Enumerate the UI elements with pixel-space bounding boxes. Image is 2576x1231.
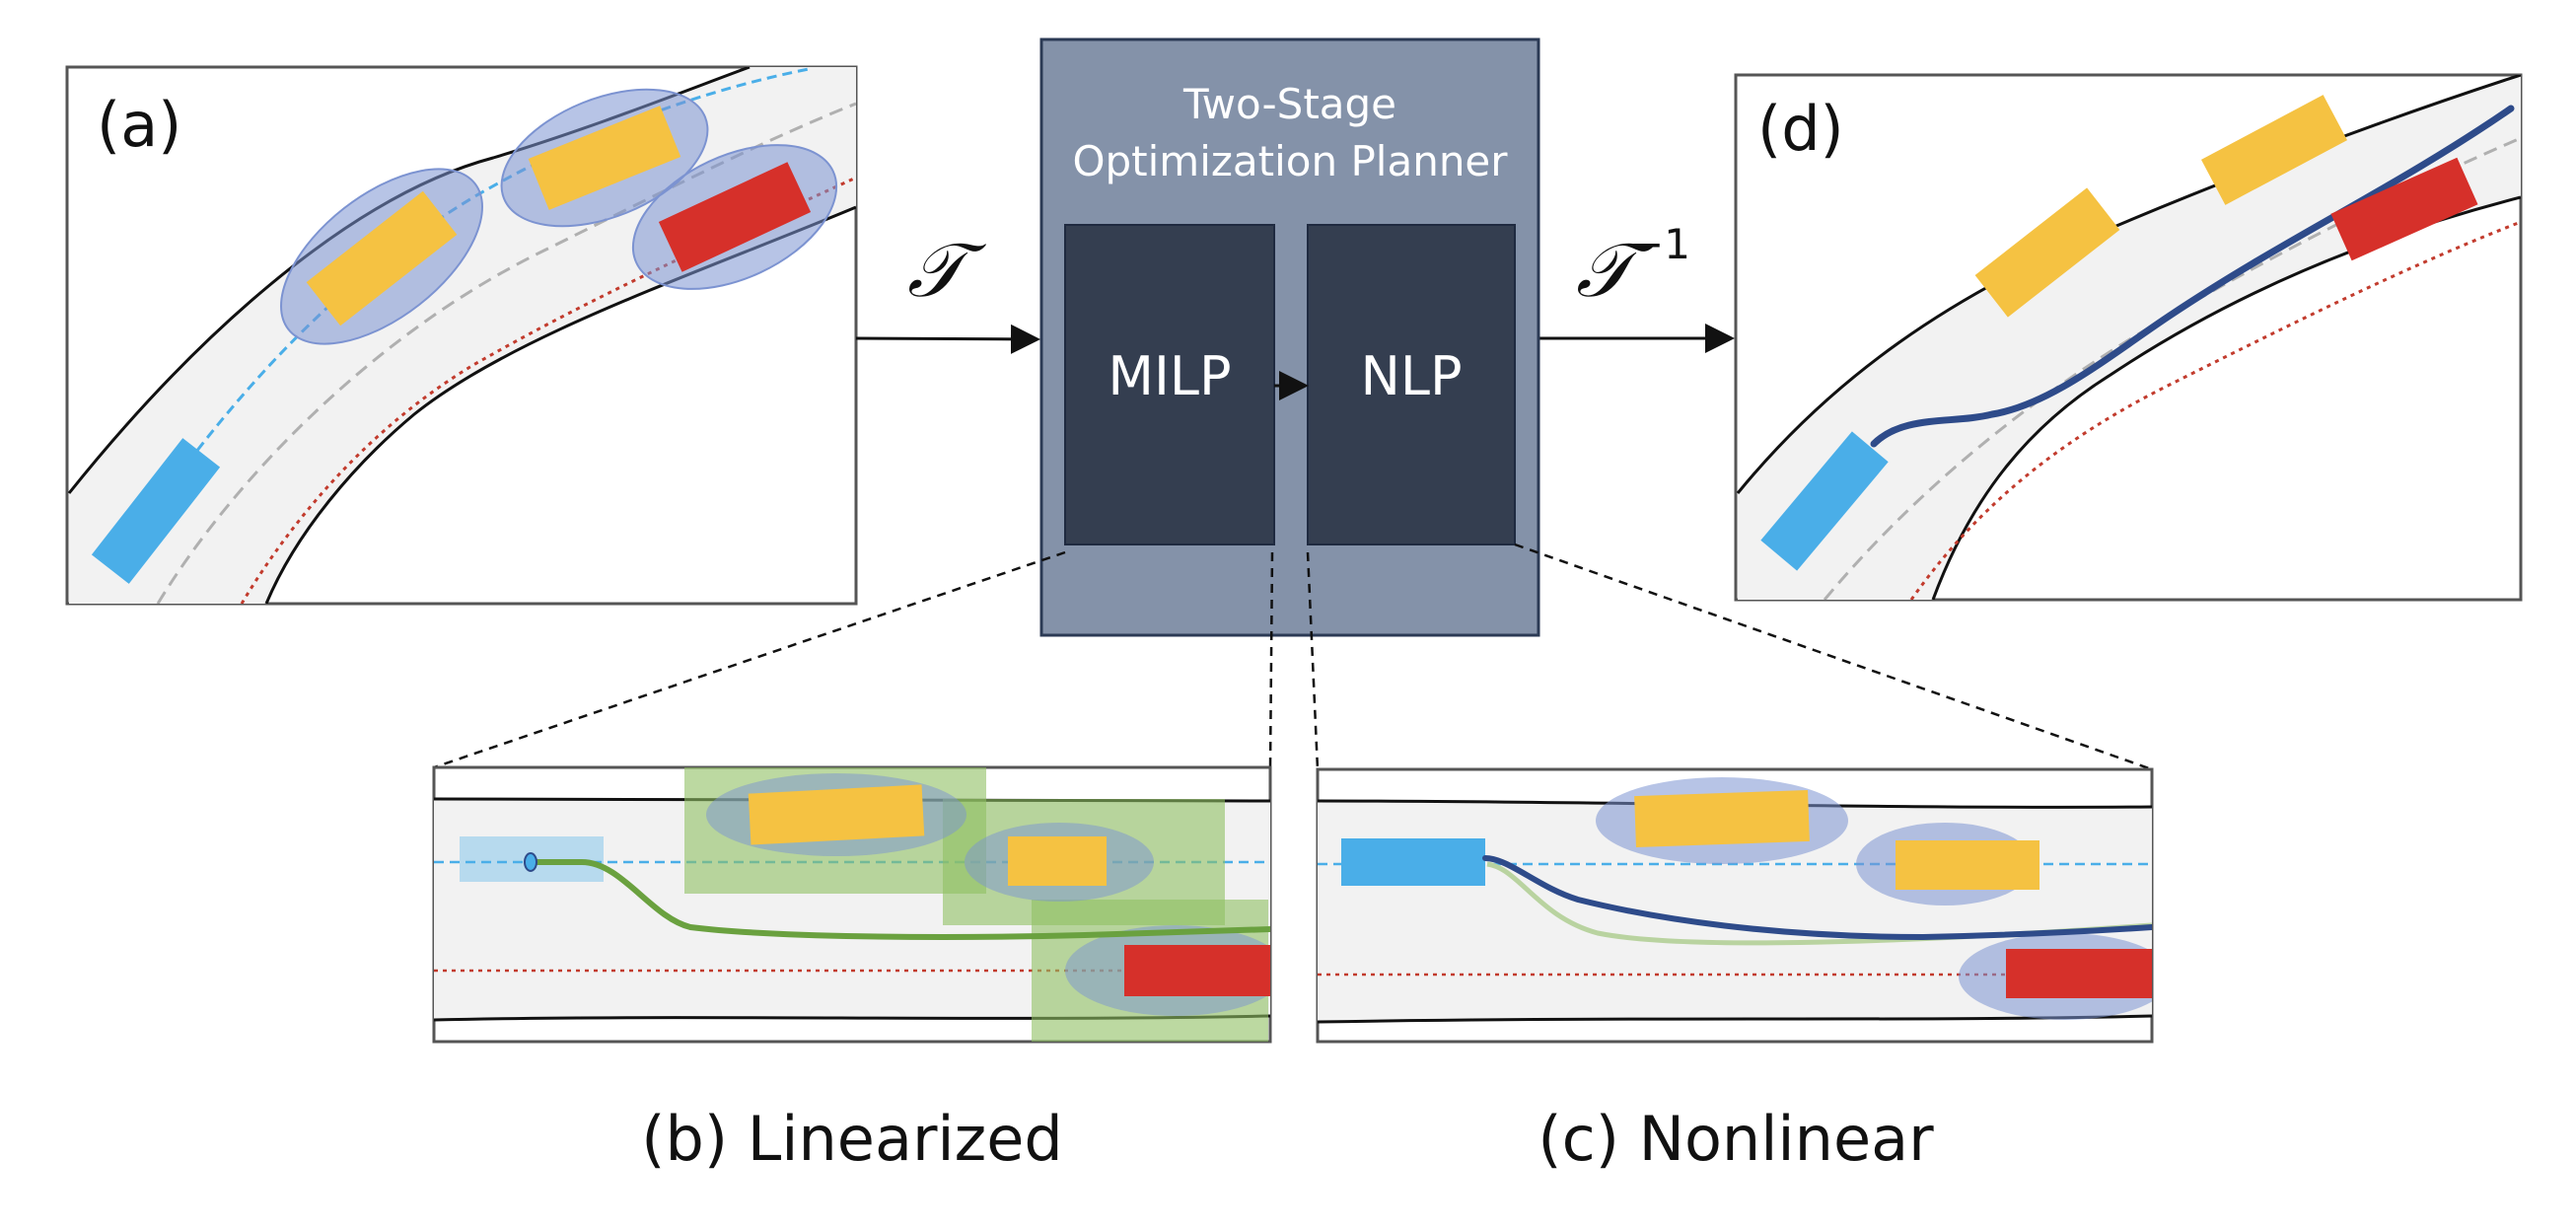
panel-b-obstacle-yellow-2 xyxy=(1008,836,1107,886)
panel-a: (a) xyxy=(65,65,858,606)
panel-d-obstacle-yellow-1 xyxy=(1974,187,2120,318)
panel-c-caption: (c) Nonlinear xyxy=(1538,1103,1934,1175)
panel-a-red-lane xyxy=(240,176,856,604)
optimization-planner: Two-Stage Optimization Planner MILP NLP xyxy=(1039,37,1540,637)
transform-forward-label: 𝒯 xyxy=(907,226,986,314)
zoom-line-c-left xyxy=(1306,551,1320,770)
panel-c-ego-vehicle xyxy=(1341,838,1485,886)
panel-a-obstacle-yellow-2 xyxy=(528,106,681,210)
zoom-line-b-right xyxy=(1268,551,1274,768)
panel-a-ego-vehicle xyxy=(91,438,221,584)
panel-a-obstacle-yellow-1 xyxy=(306,190,458,326)
panel-c: (c) Nonlinear xyxy=(1316,767,2154,1175)
panel-b-obstacle-red xyxy=(1124,945,1270,996)
panel-d-label: (d) xyxy=(1757,93,1844,165)
transform-inverse: 𝒯 −1 xyxy=(1538,220,1735,353)
planner-title-line1: Two-Stage xyxy=(1182,80,1396,128)
panel-d-ego-vehicle xyxy=(1760,431,1889,571)
panel-d: (d) xyxy=(0,0,2523,602)
transform-forward: 𝒯 xyxy=(855,226,1040,354)
panel-d-obstacle-red xyxy=(2330,157,2478,261)
arrow-forward xyxy=(855,324,1040,354)
panel-b-ego-point xyxy=(524,852,537,872)
panel-a-obstacle-red xyxy=(658,162,812,272)
panel-d-obstacle-yellow-2 xyxy=(2200,95,2348,205)
panel-b-linearized-path xyxy=(528,859,1270,940)
transform-inverse-superscript: −1 xyxy=(1629,220,1690,268)
panel-c-nonlinear-path xyxy=(1482,855,2152,941)
milp-label: MILP xyxy=(1108,345,1231,407)
nlp-label: NLP xyxy=(1360,345,1462,407)
nlp-stage xyxy=(1307,224,1516,545)
zoom-lines xyxy=(433,543,2153,771)
panel-a-label: (a) xyxy=(97,89,181,161)
panel-c-obstacle-red xyxy=(2006,949,2152,998)
milp-stage xyxy=(1064,224,1275,545)
panel-b-obstacle-yellow-1 xyxy=(748,784,925,845)
panel-b: (b) Linearized xyxy=(432,765,1272,1175)
planner-title-line2: Optimization Planner xyxy=(1072,137,1508,185)
panel-c-obstacle-yellow-1 xyxy=(1634,789,1810,848)
panel-d-road xyxy=(1738,75,2521,600)
panel-b-caption: (b) Linearized xyxy=(641,1103,1062,1175)
zoom-line-b-left xyxy=(433,550,1066,769)
panel-d-red-lane xyxy=(1909,220,2521,600)
panel-c-obstacle-yellow-2 xyxy=(1896,840,2039,890)
zoom-line-c-right xyxy=(1514,543,2153,771)
panel-d-spacer xyxy=(0,0,74,57)
panel-d-planned-trajectory xyxy=(1870,105,2515,448)
